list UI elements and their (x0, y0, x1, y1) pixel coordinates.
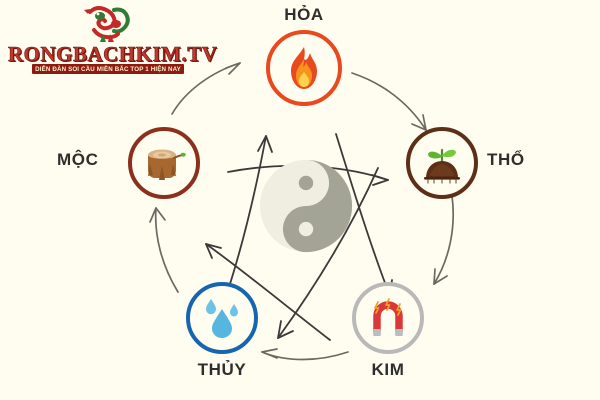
site-watermark-logo: RONGBACHKIM.TV DIỄN ĐÀN SOI CẦU MIỀN BẮC… (8, 4, 218, 80)
tho-disc[interactable] (406, 127, 478, 199)
arrow-moc-to-hoa (171, 62, 241, 115)
arrow-thuy-to-moc (149, 207, 179, 293)
yin-yang-icon (259, 159, 353, 253)
kim-label: KIM (371, 360, 405, 379)
dragon-logo-icon (70, 4, 140, 48)
yin-yang-symbol (258, 158, 354, 254)
arrow-tho-to-thuy (277, 167, 379, 339)
arrow-kim-to-moc (205, 243, 331, 341)
sprout-in-soil-icon (424, 148, 460, 184)
brand-tagline: DIỄN ĐÀN SOI CẦU MIỀN BẮC TOP 1 HIỆN NAY (32, 64, 184, 75)
brand-name: RONGBACHKIM.TV (8, 42, 218, 67)
flame-icon (291, 47, 317, 89)
thuy-disc[interactable] (186, 282, 258, 354)
moc-label: MỘC (57, 150, 99, 169)
hoa-disc[interactable] (266, 30, 342, 106)
water-droplet-icon (206, 299, 238, 338)
tree-stump-icon (148, 149, 186, 180)
kim-disc[interactable] (352, 282, 424, 354)
arrow-kim-to-thuy (261, 348, 349, 361)
horseshoe-magnet-icon (373, 298, 403, 336)
tho-label: THỔ (487, 150, 525, 169)
hoa-label: HỎA (284, 5, 324, 24)
moc-disc[interactable] (128, 127, 200, 199)
arrow-tho-to-kim (433, 195, 455, 285)
arrow-hoa-to-tho (351, 72, 427, 131)
thuy-label: THỦY (197, 360, 247, 379)
